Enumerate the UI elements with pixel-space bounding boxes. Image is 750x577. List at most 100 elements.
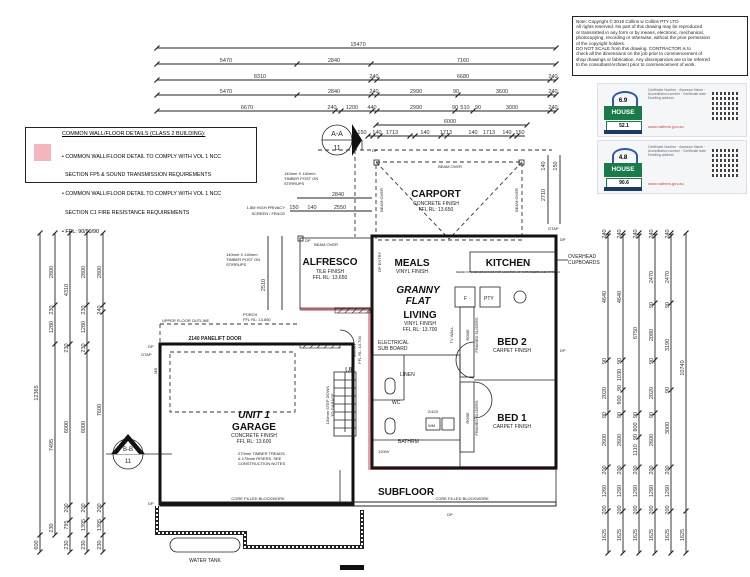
dimension-label: 6000: [81, 421, 87, 433]
dimension-label: 7600: [97, 404, 103, 416]
room-label-kitchen: KITCHEN: [486, 258, 530, 269]
section-label: A-A: [331, 131, 343, 138]
dimension-tick: [620, 233, 626, 239]
garage: UNIT 1 GARAGE CONCRETE FINISH FFL RL: 13…: [158, 307, 371, 506]
dimension-label: 8310: [254, 74, 266, 80]
dimension-label: 90: [617, 385, 623, 391]
dimension-label: 6000: [64, 421, 70, 433]
carport: CARPORT CONCRETE FINISH FFL RL: 13.650 B…: [318, 149, 552, 241]
note-line: or transmitted in any form or by means, …: [576, 29, 704, 35]
dimension-label: 200: [97, 503, 103, 512]
timber-post-label: 140mm X 140mm: [284, 171, 316, 176]
dimension-tick: [67, 502, 73, 508]
note-line: DO NOT SCALE from this drawing. CONTRACT…: [576, 46, 691, 52]
note-line: check all the dimensions on the job prio…: [576, 51, 703, 57]
ffl-label: FFL RL: 13.700: [403, 327, 438, 333]
dimension-tick: [365, 133, 371, 139]
dimension-label: 240: [665, 229, 671, 238]
robe-label: ROBE: [465, 329, 470, 341]
dimension-label: 1260: [617, 485, 623, 497]
finish-label: CARPET FINISH: [493, 424, 531, 430]
dimension-label: 1625: [680, 529, 686, 541]
room-label-bed-2: BED 2: [497, 337, 527, 348]
dimension-label: 2840: [332, 192, 344, 198]
stairs[interactable]: [333, 371, 357, 437]
beam-over-label: BEAM OVER: [314, 242, 338, 247]
nathers-logo: HOUSE: [604, 163, 642, 177]
dimension-tick: [444, 133, 450, 139]
dimension-tick: [373, 122, 379, 128]
dimension-label: 1260: [649, 485, 655, 497]
dimension-label: 600: [34, 540, 40, 549]
dimension-label: 90: [649, 412, 655, 418]
dimension-label: 200: [633, 465, 639, 474]
dimension-label: 90: [602, 358, 608, 364]
dimension-tick: [683, 508, 689, 514]
framed-sliders-label: FRAMED SLIDERS: [474, 400, 479, 435]
dimension-tick: [652, 233, 658, 239]
dimension-tick: [100, 532, 106, 538]
star-rating: 4.8: [618, 155, 628, 161]
dimension-label: 2470: [649, 271, 655, 283]
entry-door[interactable]: [339, 329, 355, 345]
dimension-tick: [84, 532, 90, 538]
nathers-logo: HOUSE: [604, 106, 642, 120]
dimension-label: 240: [548, 74, 557, 80]
dimension-label: 2020: [602, 387, 608, 399]
dimension-tick: [636, 434, 642, 440]
dimension-label: 3600: [496, 89, 508, 95]
dimension-tick: [412, 133, 418, 139]
note-line: photocopying, recording or otherwise, wi…: [576, 35, 711, 41]
dimension-tick: [620, 464, 626, 470]
privacy-screen-label: SCREEN / FENCE: [251, 211, 285, 216]
dimension-label: 140: [372, 130, 381, 136]
dimension-tick: [668, 387, 674, 393]
dimension-label: 2080: [649, 329, 655, 341]
dimension-label: 6000: [444, 119, 456, 125]
dimension-label: 1200: [346, 105, 358, 111]
legend-item: SECTION C1 FIRE RESISTANCE REQUIREMENTS: [62, 210, 190, 217]
beam-over-label: BEAM OVER: [514, 188, 519, 212]
dimension-tick: [100, 502, 106, 508]
dimension-tick: [636, 410, 642, 416]
dimension-label: 240: [649, 229, 655, 238]
dimension-tick: [294, 61, 300, 67]
dimension-tick: [683, 550, 689, 556]
note-line: shop drawings or fabrication. Any discre…: [576, 56, 710, 62]
dimension-label: 150: [515, 130, 524, 136]
dimension-label: 2800: [81, 266, 87, 278]
dimension-tick: [52, 302, 58, 308]
dimension-tick: [605, 550, 611, 556]
dimension-tick: [652, 357, 658, 363]
common-wall-legend: COMMON WALL/FLOOR DETAILS (CLASS 2 BUILD…: [25, 127, 257, 235]
framed-sliders-label: FRAMED SLIDERS: [474, 317, 479, 352]
badge-footer: [604, 187, 642, 191]
dimension-tick: [52, 532, 58, 538]
dimension-label: 7495: [49, 439, 55, 451]
dimension-label: 140: [541, 161, 547, 170]
energy-certificate-2: 4.8 HOUSE 90.6 Certificate Number · Asse…: [597, 140, 747, 194]
dimension-label: 1260: [665, 485, 671, 497]
dimension-tick: [652, 550, 658, 556]
privacy-screen-label: 1.8M HIGH PRIVACY: [247, 205, 286, 210]
downpipe-label: DP: [560, 348, 566, 353]
finish-label: CONCRETE FINISH: [231, 433, 277, 439]
dimension-tick: [668, 300, 674, 306]
dimension-tick: [652, 508, 658, 514]
dimension-label: 230: [49, 523, 55, 532]
timber-post-label: TIMBER POST ON: [226, 257, 260, 262]
pantry-label: PTY: [484, 296, 494, 302]
upper-floor-outline-label: UPPER FLOOR OUTLINE: [162, 318, 209, 323]
dimension-label: 140: [420, 130, 429, 136]
dimension-label: 200: [649, 505, 655, 514]
dimension-label: 1625: [617, 529, 623, 541]
dimension-label: 230: [81, 343, 87, 352]
dimension-tick: [338, 108, 344, 114]
dimension-tick: [553, 92, 559, 98]
overhead-cupboards-label: CUPBOARDS: [568, 260, 600, 266]
step-down-label: TO GARAGE: [330, 393, 335, 417]
overhead-cupboards-label: OVERHEAD: [568, 254, 596, 260]
dimension-tick: [553, 77, 559, 83]
dimension-label: 4310: [64, 284, 70, 296]
dimension-label: 240: [369, 89, 378, 95]
